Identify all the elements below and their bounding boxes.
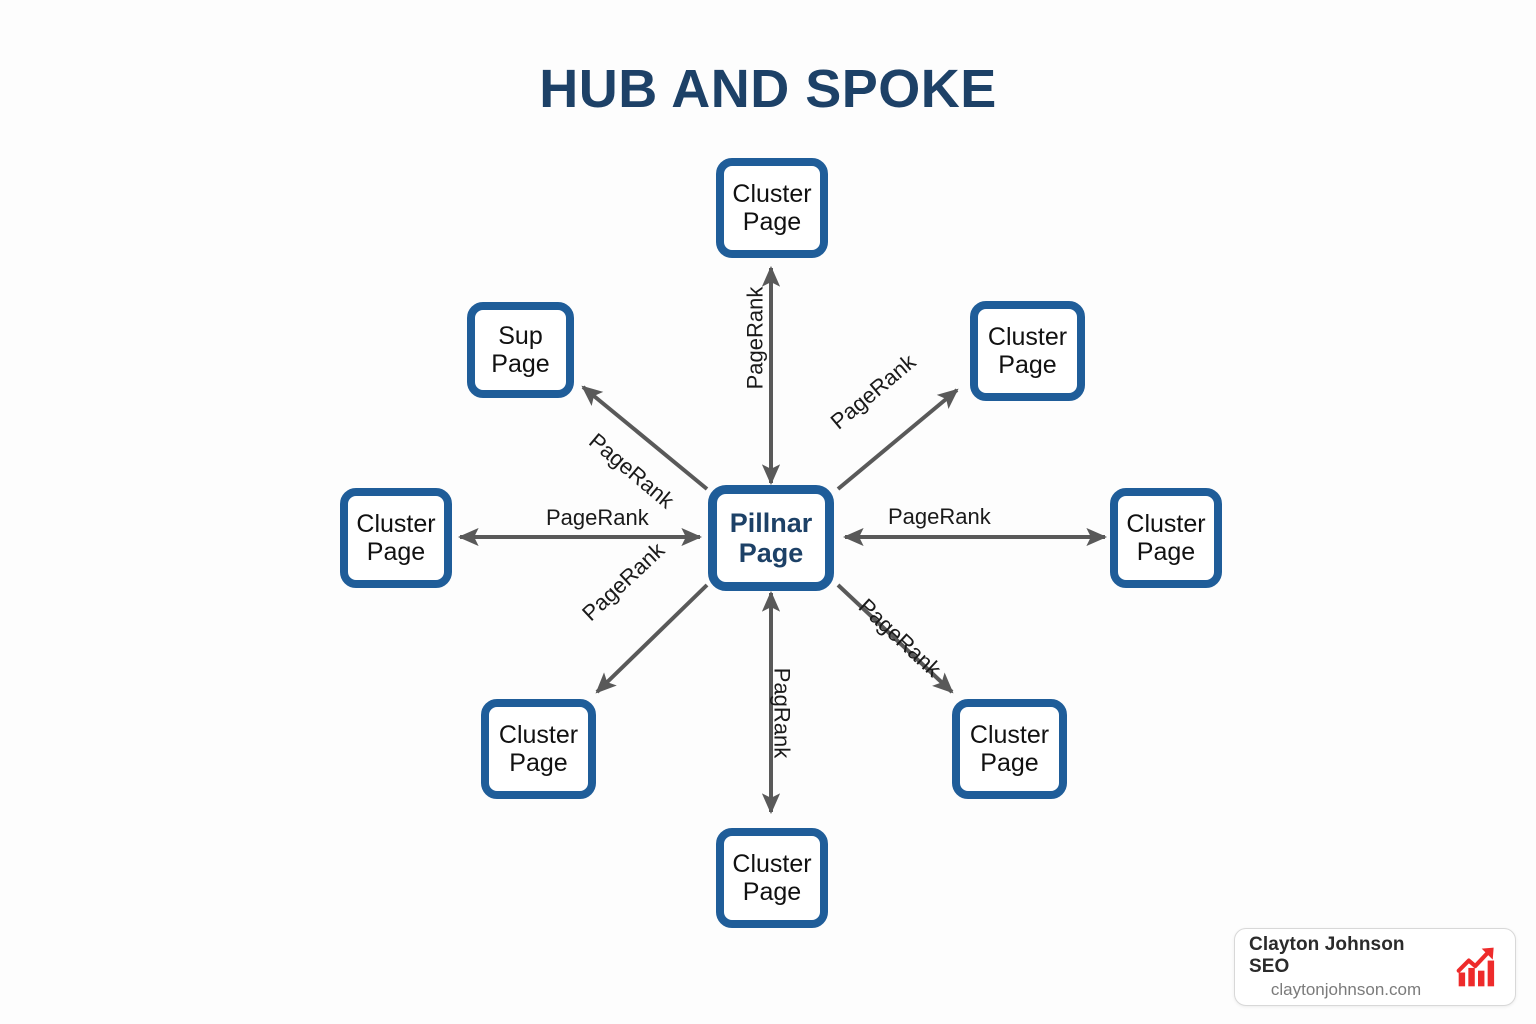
brand-watermark[interactable]: Clayton Johnson SEO claytonjohnson.com <box>1234 928 1516 1006</box>
node-sup-top-left[interactable]: Sup Page <box>467 302 574 398</box>
edge-label-text: PagRank <box>769 667 795 759</box>
connector-top-right <box>836 388 959 491</box>
node-cluster-right[interactable]: Cluster Page <box>1110 488 1222 588</box>
node-cluster-bottom-left[interactable]: Cluster Page <box>481 699 596 799</box>
node-label: Cluster Page <box>732 179 812 236</box>
node-cluster-bottom-right[interactable]: Cluster Page <box>952 699 1067 799</box>
node-label: Cluster Page <box>987 322 1068 379</box>
edge-label-right: PageRank <box>888 504 991 530</box>
node-label: Cluster Page <box>732 849 812 906</box>
brand-name: Clayton Johnson SEO <box>1249 934 1405 977</box>
edge-label-left: PageRank <box>546 505 649 531</box>
edge-label-bottom: PagRank <box>768 668 794 759</box>
node-label: Cluster Page <box>969 720 1050 777</box>
node-cluster-top-right[interactable]: Cluster Page <box>970 301 1085 401</box>
node-label: Cluster Page <box>356 509 436 566</box>
node-label: Sup Page <box>491 321 550 378</box>
brand-text-group: Clayton Johnson SEO claytonjohnson.com <box>1249 934 1443 1000</box>
connector-bottom-left <box>595 583 709 694</box>
node-label: Pillnar Page <box>729 507 813 569</box>
edge-label-text: PageRank <box>742 286 768 390</box>
node-label: Cluster Page <box>1126 509 1206 566</box>
brand-url: claytonjohnson.com <box>1270 980 1422 999</box>
node-cluster-left[interactable]: Cluster Page <box>340 488 452 588</box>
node-cluster-top[interactable]: Cluster Page <box>716 158 828 258</box>
node-pillar-page-hub[interactable]: Pillnar Page <box>708 485 834 591</box>
edge-label-text: PageRank <box>888 504 991 529</box>
edge-label-top: PageRank <box>742 287 768 390</box>
connector-bottom-right <box>836 583 954 694</box>
growth-chart-icon <box>1456 947 1495 987</box>
edge-label-text: PageRank <box>546 505 649 530</box>
node-label: Cluster Page <box>498 720 579 777</box>
connector-top-left <box>581 385 709 491</box>
node-cluster-bottom[interactable]: Cluster Page <box>716 828 828 928</box>
page-title: HUB AND SPOKE <box>539 59 997 119</box>
